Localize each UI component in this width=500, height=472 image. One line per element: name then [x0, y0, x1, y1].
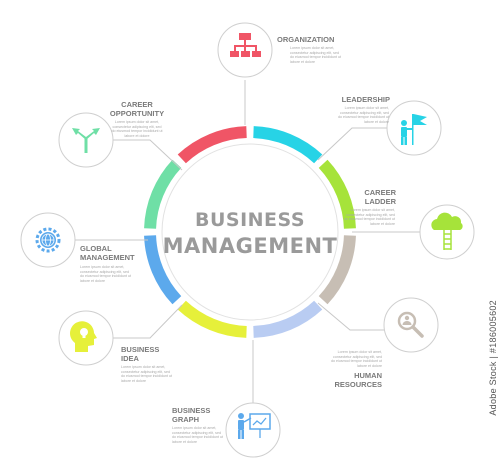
desc-business-idea: Lorem ipsum dolor sit amet, consectetur …: [121, 365, 172, 383]
label-leadership: LEADERSHIP: [341, 95, 390, 104]
circle-leadership: [386, 100, 442, 156]
presentation-icon: [238, 413, 271, 439]
connector-leadership: [317, 127, 390, 161]
center-title-line1: BUSINESS: [194, 209, 306, 231]
desc-human-resources: Lorem ipsum dolor sit amet, consectetur …: [331, 350, 382, 368]
ring-segment-organization: [177, 126, 247, 164]
cloud-ladder-icon: [431, 212, 463, 250]
ring-segments: [144, 126, 356, 338]
inner-ring: [161, 143, 339, 321]
label-business-idea: BUSINESS IDEA: [121, 345, 160, 363]
desc-career-opportunity: Lorem ipsum dolor sit amet, consectetur …: [111, 120, 163, 138]
label-career-opportunity: CAREER OPPORTUNITY: [109, 100, 165, 118]
connector-human-resources: [317, 302, 388, 331]
org-chart-icon: [230, 33, 261, 57]
label-career-ladder: CAREER LADDER: [364, 188, 396, 206]
ring-segment-global-management: [144, 235, 182, 305]
ring-segment-business-idea: [177, 300, 247, 338]
ring-segment-career-opportunity: [144, 159, 182, 229]
head-idea-icon: [70, 321, 97, 352]
ring-segment-business-graph: [253, 300, 323, 338]
globe-gear-icon: [35, 227, 61, 253]
desc-leadership: Lorem ipsum dolor sit amet, consectetur …: [338, 106, 389, 124]
leader-flag-icon: [401, 114, 427, 145]
desc-business-graph: Lorem ipsum dolor sit amet, consectetur …: [172, 426, 223, 444]
split-arrow-icon: [72, 128, 100, 153]
ring-segment-leadership: [253, 126, 323, 164]
desc-global-management: Lorem ipsum dolor sit amet, consectetur …: [80, 265, 131, 283]
label-global-management: GLOBAL MANAGEMENT: [80, 244, 135, 262]
label-business-graph: BUSINESS GRAPH: [172, 406, 211, 424]
desc-organization: Lorem ipsum dolor sit amet, consectetur …: [290, 46, 341, 64]
circle-career-ladder: [419, 204, 475, 260]
ring-segment-human-resources: [318, 235, 356, 305]
center-title-line2: MANAGEMENT: [162, 234, 338, 258]
connector-business-idea: [100, 304, 183, 339]
stock-watermark: Adobe Stock | #186005602: [488, 300, 498, 416]
magnifier-person-icon: [397, 311, 424, 338]
desc-career-ladder: Lorem ipsum dolor sit amet, consectetur …: [344, 208, 395, 226]
label-human-resources: HUMAN RESOURCES: [334, 371, 382, 389]
connector-career-opportunity: [100, 139, 183, 171]
connector-lines: [72, 80, 425, 407]
label-organization: ORGANIZATION: [277, 35, 335, 44]
ring-segment-career-ladder: [318, 159, 356, 229]
